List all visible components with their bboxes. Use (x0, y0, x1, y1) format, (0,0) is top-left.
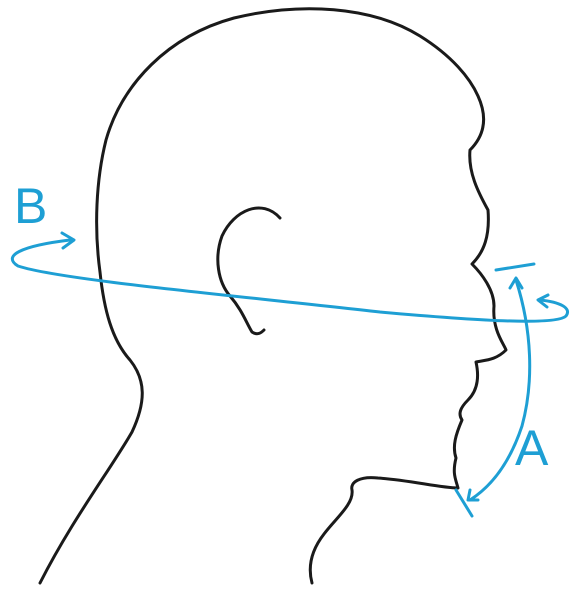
head-profile-icon (40, 9, 506, 583)
head-outline (40, 9, 506, 583)
label-b: B (14, 181, 47, 231)
measurement-a-top-tick (496, 264, 534, 270)
label-a: A (515, 423, 548, 473)
ear-icon (218, 208, 280, 334)
ear-outline (218, 208, 280, 334)
